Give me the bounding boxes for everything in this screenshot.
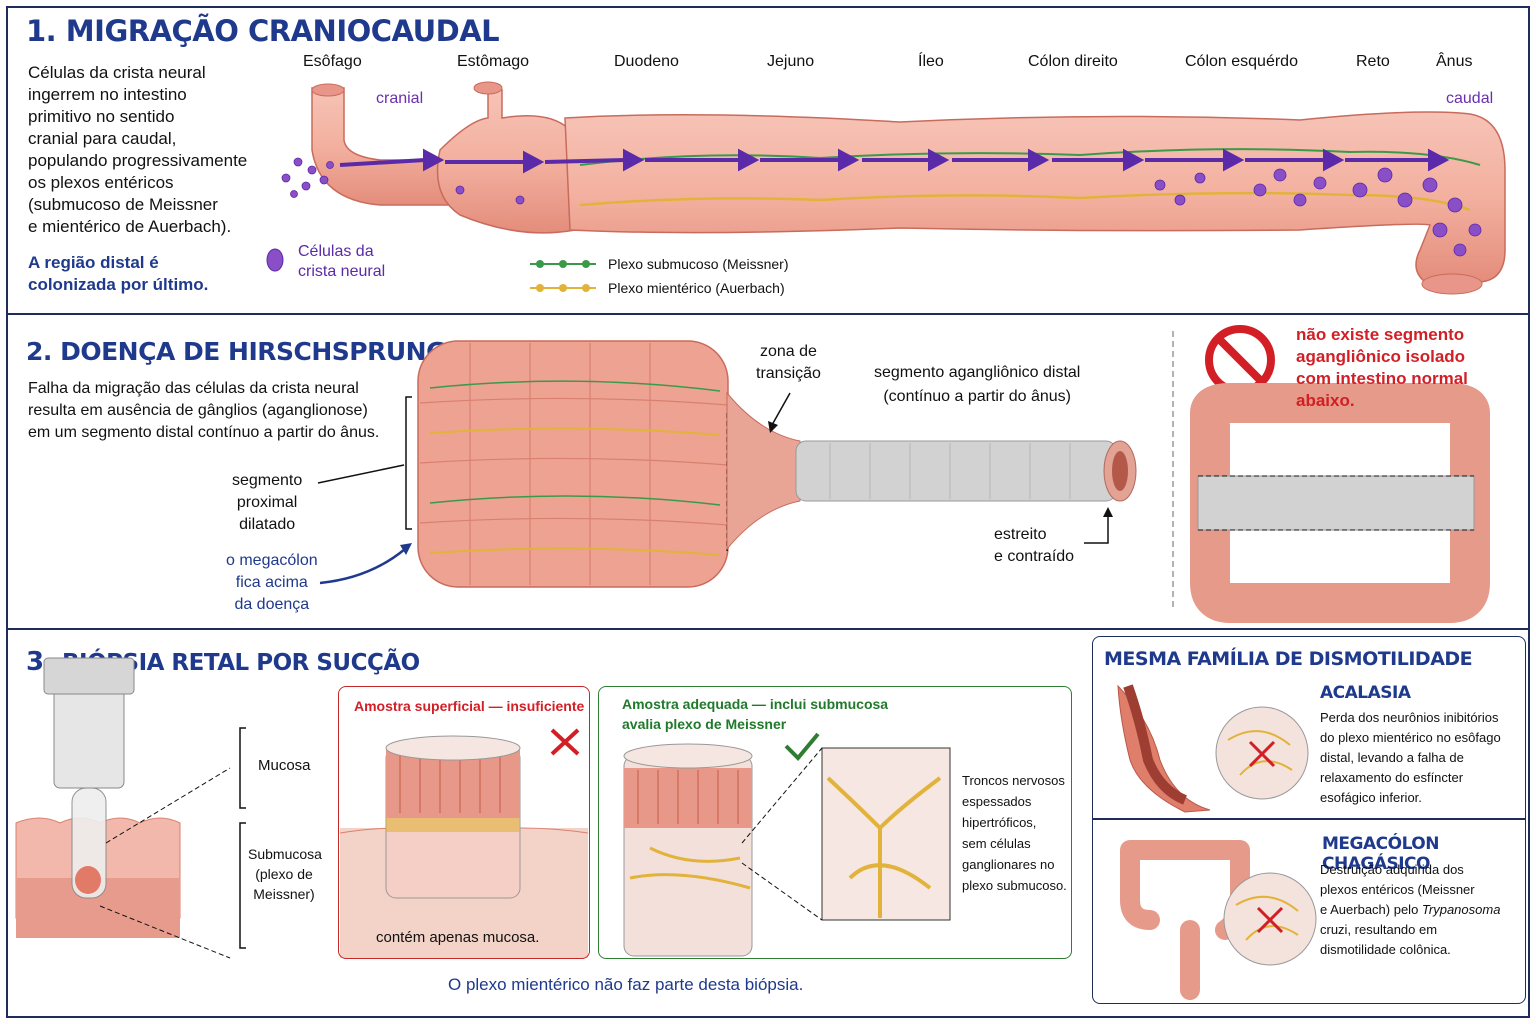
segment-label-estomago: Estômago — [457, 53, 530, 70]
legend-auerbach-label: Plexo mientérico (Auerbach) — [608, 280, 785, 296]
segment-label-duodeno: Duodeno — [614, 53, 679, 70]
sidebar-divider — [1093, 818, 1525, 820]
section-divider-1 — [6, 313, 1530, 315]
sidebar-title: MESMA FAMÍLIA DE DISMOTILIDADE — [1104, 648, 1473, 670]
acalasia-title: ACALASIA — [1320, 683, 1411, 703]
caudal-label: caudal — [1446, 90, 1494, 107]
mucosa-label: Mucosa — [258, 757, 311, 774]
segment-label-ileo: Íleo — [918, 53, 944, 70]
aganglionic-segment-label: segmento agangliônico distal(contínuo a … — [874, 364, 1081, 405]
biopsy-diagram — [15, 657, 951, 959]
legend-meissner-label: Plexo submucoso (Meissner) — [608, 256, 789, 272]
segment-label-jejuno: Jejuno — [767, 53, 815, 70]
hirschsprung-diagram — [317, 325, 1490, 623]
section1-title: 1. MIGRAÇÃO CRANIOCAUDAL — [26, 14, 500, 48]
dysmotility-sidebar — [1092, 636, 1526, 1004]
segment-label-colon-esquerdo: Cólon esquérdo — [1185, 53, 1298, 70]
segment-label-esofago: Esôfago — [303, 53, 362, 70]
gut-migration-diagram — [266, 81, 1506, 295]
segment-label-anus: Ânus — [1436, 53, 1473, 70]
figure-frame — [6, 6, 1530, 1018]
superficial-sample-panel — [338, 686, 590, 959]
segment-label-colon-direito: Cólon direito — [1028, 53, 1118, 70]
segment-label-reto: Reto — [1356, 53, 1390, 70]
chagas-title: MEGACÓLON CHAGÁSICO — [1322, 834, 1439, 874]
cranial-label: cranial — [376, 90, 424, 107]
section2-title: 2. DOENÇA DE HIRSCHSPRUNG — [26, 337, 447, 366]
bad-sample-title: Amostra superficial — insuficiente — [354, 698, 585, 714]
adequate-sample-panel — [598, 686, 1072, 959]
bad-sample-caption: contém apenas mucosa. — [376, 929, 540, 946]
section-divider-2 — [6, 628, 1530, 630]
section2-description: Falha da migração das células da crista … — [28, 380, 380, 441]
biopsy-footer-note: O plexo mientérico não faz parte desta b… — [448, 975, 804, 994]
chagas-text: Destruição adquirida dos plexos entérico… — [1320, 862, 1501, 957]
